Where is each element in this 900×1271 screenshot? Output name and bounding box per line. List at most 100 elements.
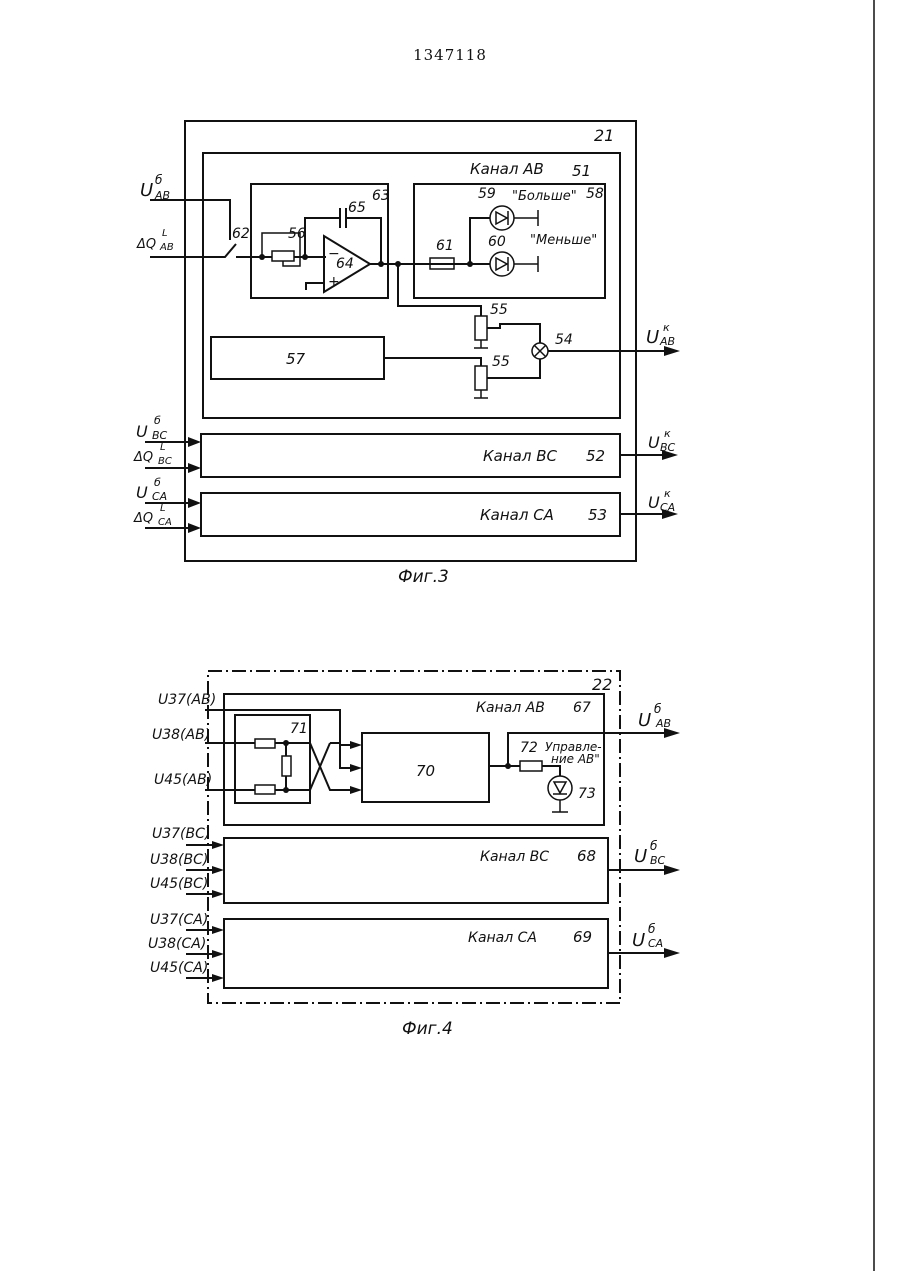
fig4-channel-ca-label: Канал СА — [468, 930, 537, 946]
input-q-bc-label: ΔQ L ВС — [133, 442, 172, 467]
input-u-ab-label: U б АВ — [140, 173, 170, 202]
q-ab-sub: АВ — [159, 242, 174, 253]
input-u38-ab: U38(АВ) — [152, 727, 210, 743]
fig4-channel-ca-frame — [224, 919, 608, 988]
node-71b — [283, 787, 289, 793]
channel-bc-label: Канал ВС — [483, 447, 557, 465]
u-bc-sup: б — [154, 414, 161, 427]
out4-bc-sup: б — [650, 839, 658, 853]
out4-ca-main: U — [632, 930, 645, 951]
summer-54-cross — [534, 345, 546, 357]
fig4-channel-bc-number: 68 — [577, 847, 596, 865]
node-amp-out — [378, 261, 384, 267]
out-ca-main: U — [648, 493, 660, 512]
channel-ca-frame — [201, 493, 620, 536]
channel-ca-label: Канал СА — [480, 506, 554, 524]
out4-ab-sub: АВ — [655, 717, 671, 730]
potentiometer-55a — [475, 316, 487, 340]
op-amp-plus: + — [328, 274, 340, 290]
wire-to-70-mid — [330, 743, 350, 768]
label-71: 71 — [290, 721, 308, 737]
input-u-bc-label: U б ВС — [136, 414, 168, 442]
channel-ab-label: Канал АВ — [470, 160, 544, 178]
label-65: 65 — [348, 200, 366, 216]
resistor-71c — [255, 785, 275, 794]
arrow-70-b — [350, 764, 362, 772]
network-wires — [205, 710, 350, 790]
label-73: 73 — [578, 786, 596, 802]
node-amp-fb — [302, 254, 308, 260]
potentiometer-55b — [475, 366, 487, 390]
input-u38-ca: U38(СА) — [148, 936, 206, 952]
label-58: 58 — [586, 186, 604, 202]
figure-3: 21 Канал АВ 51 62 U б АВ ΔQ L АВ 63 65 5… — [133, 121, 680, 587]
out4-bc-main: U — [634, 846, 647, 867]
fig4-channel-ab-label: Канал АВ — [476, 700, 545, 716]
label-55a: 55 — [490, 302, 508, 318]
input-q-ab-label: ΔQ L АВ — [136, 228, 174, 253]
u-ca-sup: б — [154, 476, 161, 489]
led-bus — [454, 218, 490, 264]
q-ca-sub: СА — [158, 517, 172, 528]
out4-ab-sup: б — [654, 702, 662, 716]
input-u-ca-label: U б СА — [136, 476, 167, 503]
resistor-72 — [520, 761, 542, 771]
led-73-symbol — [552, 782, 568, 812]
input-q-ca-arrow — [188, 523, 201, 533]
u-ab-main: U — [140, 180, 153, 201]
led-60 — [490, 252, 514, 276]
input-u38-bc: U38(ВС) — [150, 852, 208, 868]
label-62: 62 — [232, 226, 250, 242]
figure-3-caption: Фиг.3 — [398, 567, 449, 587]
out-ab-sub: АВ — [659, 335, 675, 348]
out-bc-sup: к — [664, 427, 671, 440]
output-fig4-bc-arrow — [664, 865, 680, 875]
out-bc-main: U — [648, 433, 660, 452]
label-54: 54 — [555, 332, 573, 348]
q-bc-sup: L — [160, 442, 166, 453]
op-amp-minus: − — [328, 246, 340, 262]
output-fig4-ab-label: U б АВ — [638, 702, 671, 731]
input-u45-bc: U45(ВС) — [150, 876, 208, 892]
block-22-number: 22 — [592, 675, 612, 694]
output-fig4-ca-label: U б СА — [632, 922, 663, 951]
channel-bc-frame — [201, 434, 620, 477]
input-u37-ca: U37(СА) — [150, 912, 208, 928]
wire-to-73 — [542, 766, 560, 776]
out-ca-sup: к — [664, 487, 671, 500]
output-ca-label: U к СА — [648, 487, 675, 514]
channel-ab-number: 51 — [572, 162, 591, 180]
node-71a — [283, 740, 289, 746]
wire-to-pot-55 — [398, 264, 481, 316]
led-73 — [548, 776, 572, 800]
input-u37-ab: U37(АВ) — [158, 692, 216, 708]
potentiometer-66 — [272, 251, 294, 261]
label-72: 72 — [520, 740, 538, 756]
arrow-70-c — [350, 786, 362, 794]
q-ca-sup: L — [160, 503, 166, 514]
capacitor-65-plates — [340, 208, 346, 228]
channel-bc-number: 52 — [586, 447, 605, 465]
pot-55a-wiper — [487, 324, 540, 343]
input-q-ca-label: ΔQ L СА — [133, 503, 172, 528]
label-more: "Больше" — [512, 189, 577, 204]
input-u45-ca: U45(СА) — [150, 960, 208, 976]
resistor-71b — [282, 756, 291, 776]
q-bc-main: ΔQ — [133, 450, 153, 465]
input-u-bc-arrow — [188, 437, 201, 447]
arrow-70-a — [350, 741, 362, 749]
amplifier-block-63 — [251, 184, 388, 298]
input-u45-ab: U45(АВ) — [154, 772, 212, 788]
led-59 — [490, 206, 514, 230]
fig4-channel-ab-number: 67 — [573, 700, 591, 716]
u-ab-sup: б — [155, 173, 163, 187]
u-bc-sub: ВС — [152, 429, 168, 442]
label-55b: 55 — [492, 354, 510, 370]
u-ab-sub: АВ — [154, 189, 170, 202]
led-60-symbol — [496, 256, 538, 272]
label-66: 56 — [288, 226, 306, 242]
label-control-2: ние АВ" — [551, 752, 600, 766]
output-ab-label: U к АВ — [646, 321, 675, 348]
label-60: 60 — [488, 234, 506, 250]
